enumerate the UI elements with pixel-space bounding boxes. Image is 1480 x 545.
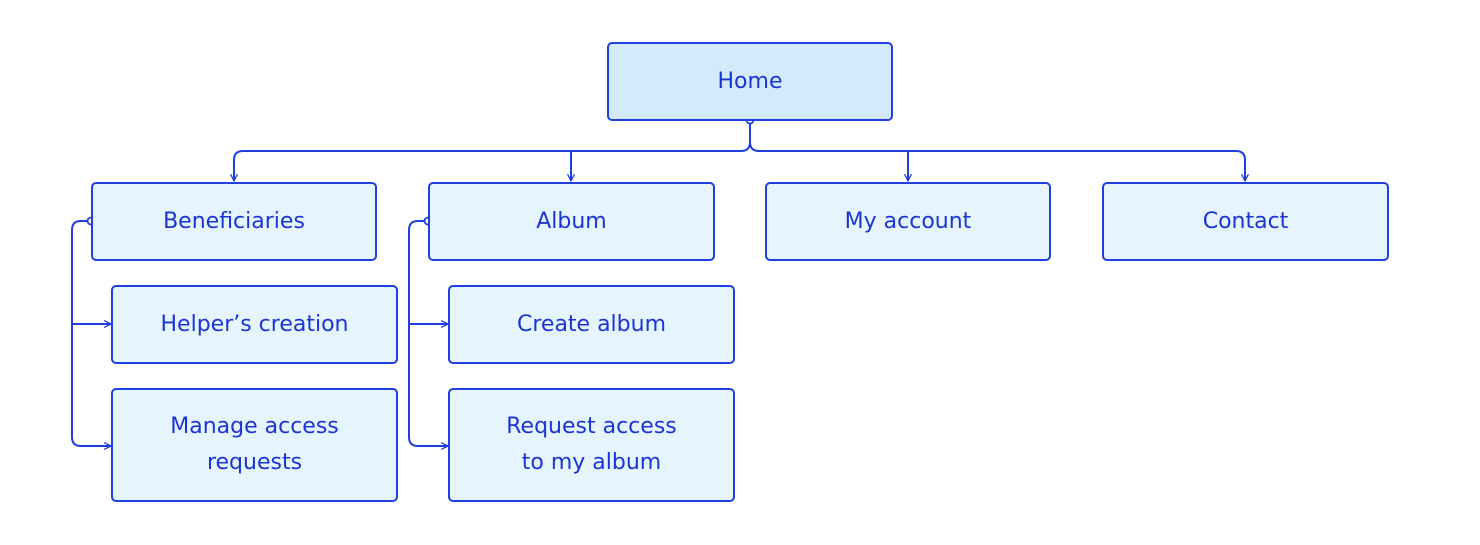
node-request-access-label: Request access to my album [506,414,677,475]
node-my-account: My account [765,182,1051,261]
node-contact: Contact [1102,182,1389,261]
node-create-album-label: Create album [516,311,667,337]
connector-beneficiaries-spine [71,220,112,450]
node-helpers-creation: Helper’s creation [111,285,398,364]
node-manage-access-requests-label: Manage access requests [170,414,339,475]
node-beneficiaries: Beneficiaries [91,182,377,261]
node-home-label: Home [717,68,783,94]
node-my-account-label: My account [844,208,972,234]
node-create-album: Create album [448,285,735,364]
node-manage-access-requests: Manage access requests [111,388,398,502]
node-album: Album [428,182,715,261]
connector-album-spine [408,220,449,450]
node-contact-label: Contact [1202,208,1289,234]
connector-home-right [749,141,1249,182]
node-album-label: Album [536,208,607,234]
node-home: Home [607,42,893,121]
node-beneficiaries-label: Beneficiaries [163,208,305,234]
node-helpers-creation-label: Helper’s creation [160,311,349,337]
connector-home-trunk [230,120,751,182]
node-request-access: Request access to my album [448,388,735,502]
